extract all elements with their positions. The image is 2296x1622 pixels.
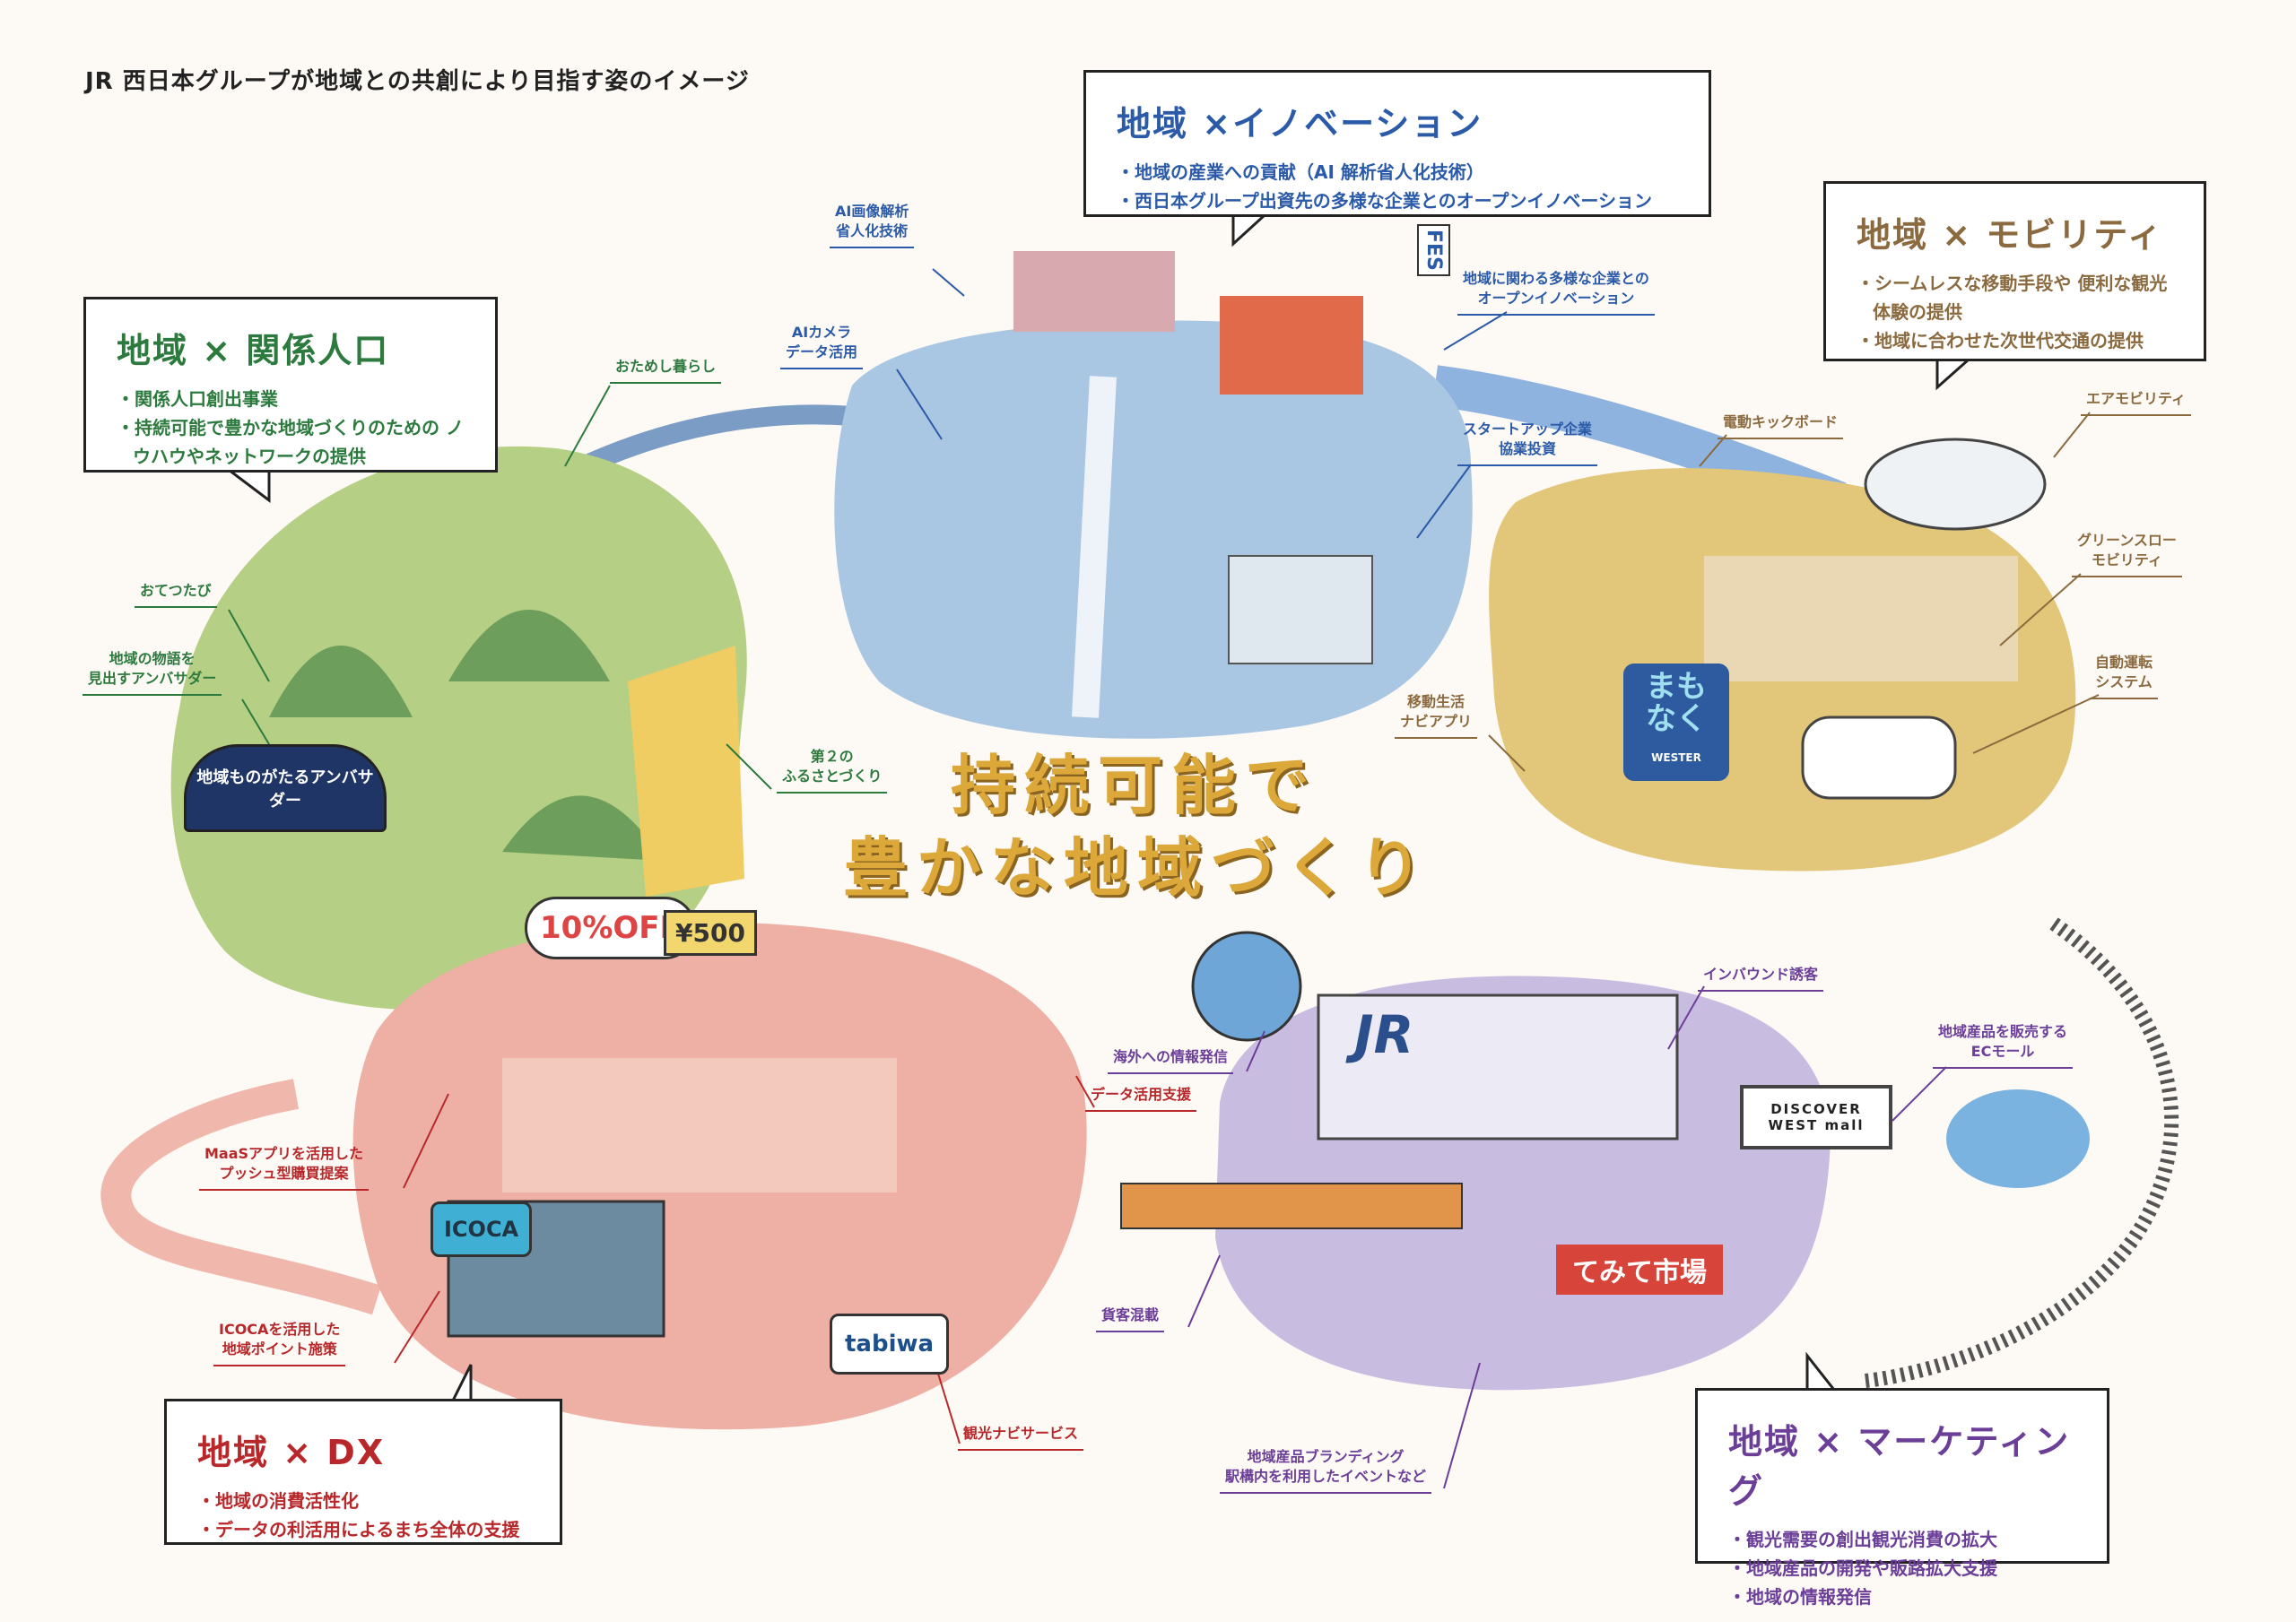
tail-innovation	[1231, 213, 1266, 247]
factory	[1013, 251, 1175, 332]
label-ai-image: AI画像解析 省人化技術	[830, 202, 915, 248]
jr-logo: JR	[1354, 1004, 1414, 1065]
temite-market-banner: てみて市場	[1556, 1245, 1723, 1295]
innovation-item: 地域の産業への貢献（AI 解析省人化技術）	[1117, 158, 1678, 186]
marketing-item: 地域の情報発信	[1728, 1583, 2076, 1611]
railway-track	[1865, 917, 2179, 1388]
center-title-line: 豊かな地域づくり	[843, 830, 1432, 906]
dx-item: データの利活用によるまち全体の支援	[197, 1515, 529, 1544]
label-ai-camera: AIカメラ データ活用	[780, 323, 864, 369]
mobility-item: 地域に合わせた次世代交通の提供	[1857, 326, 2173, 355]
hills	[269, 610, 664, 861]
marketing-title: 地域 × マーケティング	[1728, 1422, 2071, 1511]
label-data-support: データ活用支援	[1085, 1085, 1197, 1112]
marketing-item: 地域産品の開発や販路拡大支援	[1728, 1554, 2076, 1583]
marketing-box: 地域 × マーケティング 観光需要の創出観光消費の拡大地域産品の開発や販路拡大支…	[1695, 1388, 2109, 1608]
mobility-box: 地域 × モビリティ シームレスな移動手段や 便利な観光体験の提供地域に合わせた…	[1823, 181, 2206, 361]
rice-fields	[628, 646, 744, 897]
island-relation	[170, 446, 747, 1010]
innovation-item: 西日本グループ出資先の多様な企業とのオープンイノベーション	[1117, 186, 1678, 215]
wester-text: WESTER	[1651, 751, 1701, 764]
relation-item: 持続可能で豊かな地域づくりのための ノウハウやネットワークの提供	[117, 413, 465, 471]
label-branding: 地域産品ブランディング 駅構内を利用したイベントなど	[1220, 1447, 1432, 1494]
label-startup: スタートアップ企業 協業投資	[1457, 420, 1598, 466]
mobility-title: 地域 × モビリティ	[1857, 215, 2164, 255]
label-kickboard: 電動キックボード	[1718, 412, 1844, 439]
relation-title: 地域 × 関係人口	[117, 331, 390, 370]
air-mobility-vehicle	[1864, 438, 2047, 531]
center-title-line: 持続可能で	[951, 748, 1319, 823]
city-road	[1072, 376, 1117, 718]
label-autonomous: 自動運転 システム	[2090, 653, 2159, 699]
label-maas: MaaSアプリを活用した プッシュ型購買提案	[199, 1144, 370, 1191]
houses	[502, 1058, 897, 1193]
mamonaku-text: まもなく	[1646, 669, 1707, 737]
freight-train	[1120, 1183, 1463, 1229]
leader-lines	[228, 268, 2100, 1489]
globe	[1191, 931, 1302, 1042]
label-ec-mall: 地域産品を販売する ECモール	[1933, 1022, 2074, 1069]
label-furusato: 第２の ふるさとづくり	[777, 747, 888, 794]
marketing-item: 観光需要の創出観光消費の拡大	[1728, 1525, 2076, 1554]
innovation-box: 地域 ×イノベーション 地域の産業への貢献（AI 解析省人化技術）西日本グループ…	[1083, 70, 1711, 217]
label-cargo: 貨客混載	[1096, 1305, 1165, 1332]
autonomous-bus	[1801, 716, 1957, 800]
mobility-item: シームレスな移動手段や 便利な観光体験の提供	[1857, 269, 2173, 326]
tail-dx	[451, 1364, 473, 1401]
label-otetsutabi: おてつたび	[135, 581, 217, 608]
dx-item: 地域の消費活性化	[197, 1487, 529, 1515]
dx-box: 地域 × DX 地域の消費活性化データの利活用によるまち全体の支援	[164, 1399, 562, 1545]
label-green-slow: グリーンスロー モビリティ	[2072, 531, 2182, 577]
relation-box: 地域 × 関係人口 関係人口創出事業持続可能で豊かな地域づくりのための ノウハウ…	[83, 297, 498, 473]
festival-stall	[1220, 296, 1363, 395]
tail-mobility	[1935, 358, 1970, 391]
jr-station	[1317, 993, 1679, 1141]
town	[1704, 556, 2018, 681]
label-tourism-navi: 観光ナビサービス	[958, 1424, 1084, 1451]
coupon-bubble: ¥500	[664, 910, 757, 956]
label-overseas: 海外への情報発信	[1108, 1047, 1234, 1074]
tail-relation	[228, 468, 271, 504]
label-otameshi: おためし暮らし	[610, 357, 722, 384]
label-ambassador: 地域の物語を 見出すアンバサダー	[83, 649, 222, 696]
innovation-title: 地域 ×イノベーション	[1117, 104, 1483, 143]
island-innovation	[834, 320, 1473, 739]
label-open-innovation: 地域に関わる多様な企業との オープンイノベーション	[1457, 269, 1655, 316]
page-title: JR 西日本グループが地域との共創により目指す姿のイメージ	[85, 68, 750, 95]
icoca-card: ICOCA	[430, 1201, 533, 1257]
ambassador-board: 地域ものがたるアンバサダー	[184, 744, 387, 832]
mamonaku-sign: まもなく WESTER	[1623, 664, 1729, 781]
label-air-mobility: エアモビリティ	[2081, 389, 2192, 416]
label-navi-app: 移動生活 ナビアプリ	[1395, 692, 1478, 739]
ec-mall-screen: DISCOVER WEST mall	[1740, 1085, 1892, 1149]
fes-banner: FES	[1417, 224, 1450, 276]
center-title: 持続可能で 豊かな地域づくり	[843, 744, 1431, 909]
office-building	[1228, 555, 1373, 664]
relation-item: 関係人口創出事業	[117, 385, 465, 413]
tabiwa-app: tabiwa	[830, 1314, 950, 1375]
country-road	[100, 1079, 382, 1315]
label-inbound: インバウンド誘客	[1698, 965, 1824, 992]
tail-marketing	[1805, 1351, 1836, 1391]
dx-title: 地域 × DX	[197, 1433, 386, 1472]
label-icoca-point: ICOCAを活用した 地域ポイント施策	[213, 1320, 346, 1366]
pond	[1946, 1089, 2090, 1188]
